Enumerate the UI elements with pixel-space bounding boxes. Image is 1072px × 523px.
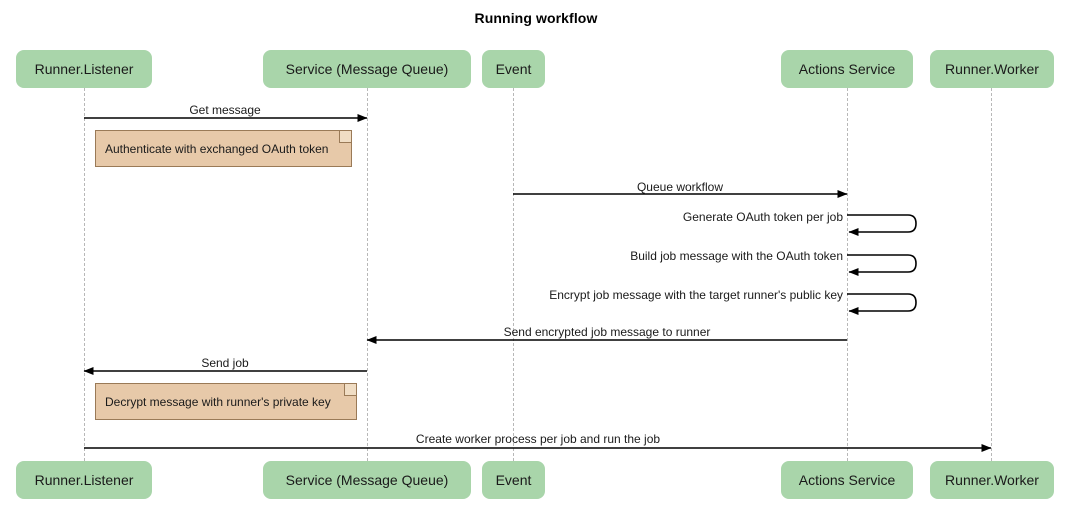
note-fold-corner-icon (344, 384, 356, 396)
lifeline-event (513, 88, 514, 461)
message-label-queue-workflow: Queue workflow (636, 180, 724, 194)
note-text: Authenticate with exchanged OAuth token (105, 141, 329, 156)
participant-foot-actions-service[interactable]: Actions Service (781, 461, 913, 499)
note-text: Decrypt message with runner's private ke… (105, 394, 331, 409)
lifeline-runner-listener (84, 88, 85, 461)
note-authenticate: Authenticate with exchanged OAuth token (95, 130, 352, 167)
lifeline-actions-service (847, 88, 848, 461)
participant-foot-event[interactable]: Event (482, 461, 545, 499)
participant-foot-runner-worker[interactable]: Runner.Worker (930, 461, 1054, 499)
message-label-encrypt-job-message: Encrypt job message with the target runn… (549, 288, 843, 302)
self-message-loop-build-job-message (847, 254, 917, 276)
participant-head-message-queue[interactable]: Service (Message Queue) (263, 50, 471, 88)
lifeline-runner-worker (991, 88, 992, 461)
note-fold-corner-icon (339, 131, 351, 143)
note-decrypt: Decrypt message with runner's private ke… (95, 383, 357, 420)
message-label-build-job-message: Build job message with the OAuth token (630, 249, 843, 263)
message-label-get-message: Get message (189, 103, 261, 117)
message-label-create-worker-process: Create worker process per job and run th… (415, 432, 661, 446)
participant-head-runner-worker[interactable]: Runner.Worker (930, 50, 1054, 88)
participant-head-actions-service[interactable]: Actions Service (781, 50, 913, 88)
participant-head-runner-listener[interactable]: Runner.Listener (16, 50, 152, 88)
participant-foot-message-queue[interactable]: Service (Message Queue) (263, 461, 471, 499)
self-message-loop-encrypt-job-message (847, 293, 917, 315)
message-label-send-encrypted-job-message: Send encrypted job message to runner (503, 325, 711, 339)
page-title: Running workflow (474, 10, 598, 26)
participant-foot-runner-listener[interactable]: Runner.Listener (16, 461, 152, 499)
lifeline-message-queue (367, 88, 368, 461)
message-label-send-job: Send job (201, 356, 249, 370)
message-label-generate-oauth-token: Generate OAuth token per job (682, 210, 843, 224)
self-message-loop-generate-oauth-token (847, 214, 917, 236)
participant-head-event[interactable]: Event (482, 50, 545, 88)
